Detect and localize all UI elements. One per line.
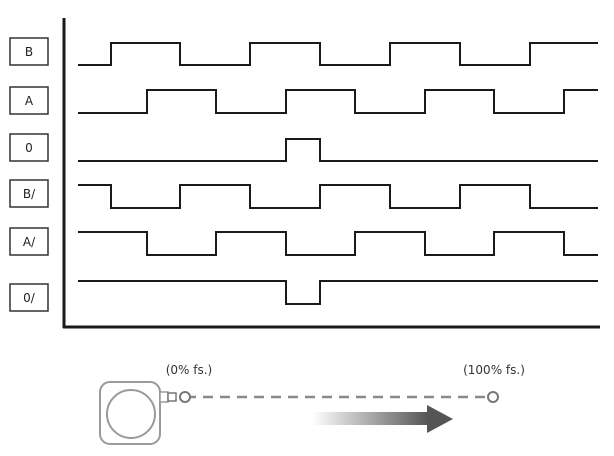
direction-arrow [312,405,453,433]
end-position-marker [487,391,499,403]
waveform-a [78,89,598,114]
channel-label-a: A [25,94,34,108]
channel-label-0-inv: 0/ [23,291,36,305]
channel-label-0: 0 [25,141,33,155]
channel-label-box-b: B [9,37,49,66]
channel-label-b-inv: B/ [23,187,36,201]
waveform-0-inv [78,280,598,305]
channel-label-a-inv: A/ [23,235,36,249]
waveform-b-inv [78,184,598,209]
encoder-body [99,381,177,445]
channel-label-box-0-inv: 0/ [9,283,49,312]
channel-label-box-0: 0 [9,133,49,162]
waveform-b [78,42,598,66]
channel-label-box-b-inv: B/ [9,179,49,208]
channel-label-box-a: A [9,86,49,115]
channel-label-b: B [25,45,33,59]
channel-label-box-a-inv: A/ [9,227,49,256]
start-position-marker [179,391,191,403]
waveform-a-inv [78,231,598,256]
start-position-label: (0% fs.) [166,363,213,377]
end-position-label: (100% fs.) [463,363,525,377]
waveform-0 [78,138,598,162]
